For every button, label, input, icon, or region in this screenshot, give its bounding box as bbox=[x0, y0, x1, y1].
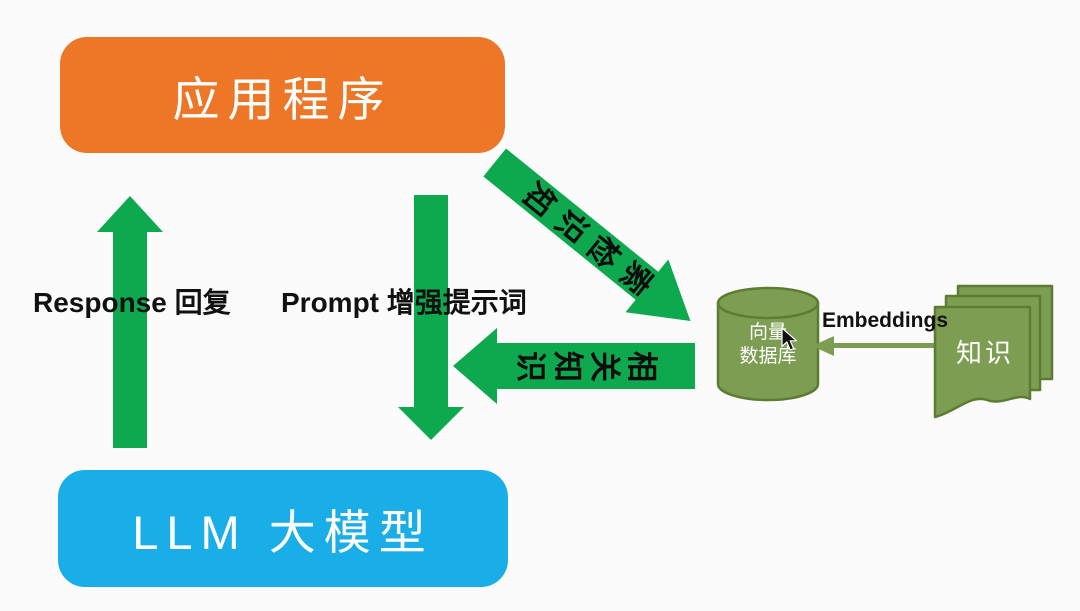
vector-db-label-line1: 向量 bbox=[748, 322, 787, 343]
llm-node-label: LLM 大模型 bbox=[132, 506, 434, 559]
vector-db-cylinder-icon bbox=[716, 286, 820, 402]
vector-db-label-line2: 数据库 bbox=[739, 346, 797, 367]
application-node-label: 应用程序 bbox=[172, 72, 393, 126]
response-label: Response 回复 bbox=[33, 287, 231, 318]
prompt-label: Prompt 增强提示词 bbox=[281, 287, 527, 318]
related-char: 知 bbox=[550, 350, 585, 382]
retrieval-char: 知 bbox=[515, 175, 563, 222]
related-char: 识 bbox=[513, 350, 548, 382]
embeddings-arrow-head bbox=[812, 336, 834, 356]
related-knowledge-arrow-label: 相 关 知 识 bbox=[513, 328, 659, 404]
application-node: 应用程序 bbox=[60, 37, 505, 153]
vector-db-label: 向量 数据库 bbox=[716, 321, 820, 369]
retrieval-char: 识 bbox=[548, 201, 596, 248]
related-knowledge-arrow: 相 关 知 识 bbox=[453, 328, 695, 404]
llm-node: LLM 大模型 bbox=[58, 470, 508, 587]
retrieval-char: 索 bbox=[613, 254, 660, 301]
embeddings-arrow-shaft bbox=[832, 343, 936, 348]
retrieval-char: 检 bbox=[580, 227, 628, 275]
knowledge-docs-icon bbox=[933, 284, 1054, 419]
response-arrow bbox=[97, 196, 163, 448]
mouse-cursor-icon bbox=[781, 327, 798, 351]
related-char: 关 bbox=[587, 350, 622, 382]
knowledge-retrieval-arrow-label: 知 识 检 索 bbox=[506, 162, 670, 313]
embeddings-label: Embeddings bbox=[822, 309, 949, 332]
knowledge-docs-label: 知识 bbox=[955, 338, 1014, 368]
related-char: 相 bbox=[624, 350, 659, 382]
